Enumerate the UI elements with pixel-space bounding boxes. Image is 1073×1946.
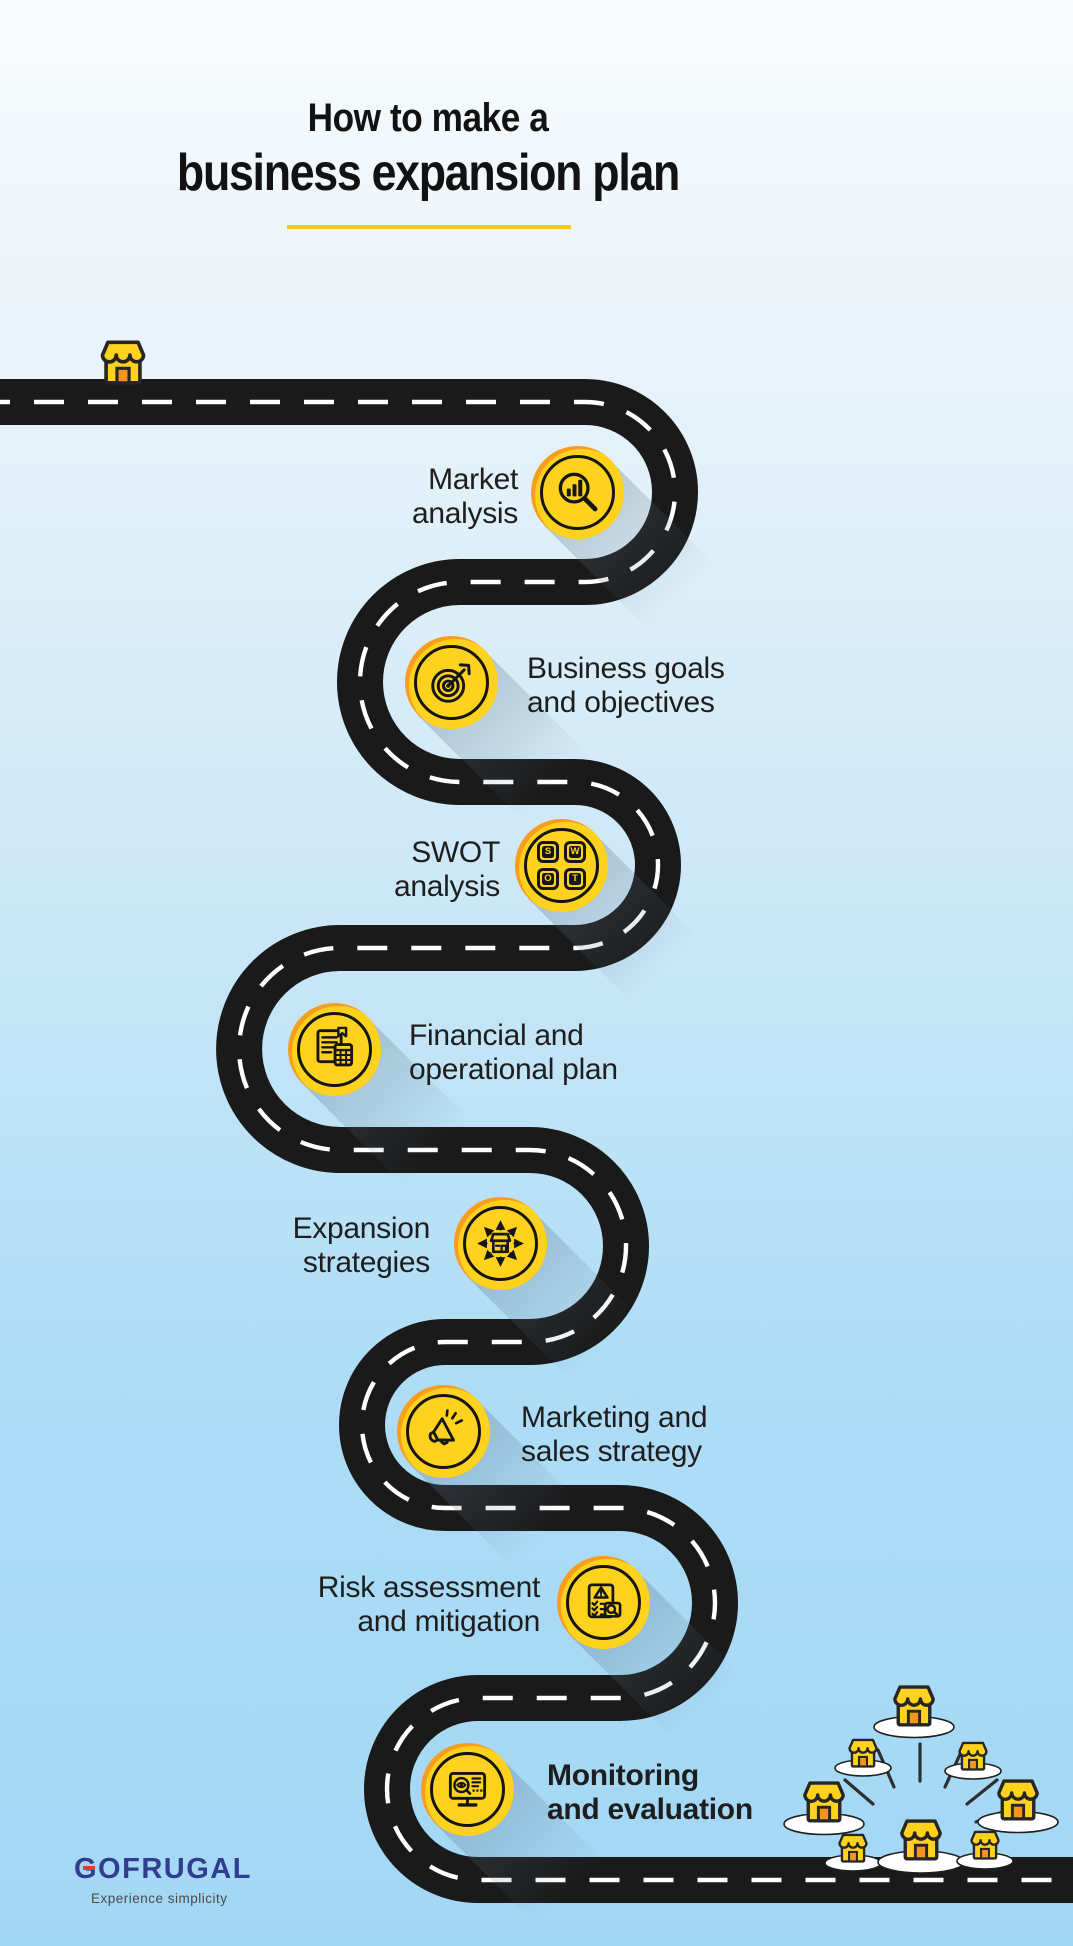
road-path — [0, 379, 1073, 1903]
megaphone-icon — [397, 1385, 490, 1478]
swot-cell-t: T — [564, 868, 586, 890]
target-arrow-icon — [405, 636, 498, 729]
magnifier-bar-chart-glyph — [558, 472, 598, 512]
expansion-store-icon — [900, 1819, 942, 1861]
start-store-icon — [100, 340, 146, 385]
road — [0, 379, 1073, 1903]
page-title: How to make a business expansion plan — [136, 96, 720, 203]
milestone-expansion-strategies — [454, 1197, 664, 1408]
target-arrow-glyph — [431, 663, 471, 703]
milestone-market-analysis — [531, 446, 741, 657]
monitor-eye-magnifier-glyph — [448, 1772, 487, 1807]
monitor-eye-magnifier-icon — [421, 1743, 514, 1836]
milestone-swot-analysis: S W O T — [515, 819, 725, 1030]
title-line-2: business expansion plan — [176, 144, 680, 202]
gofrugal-logo: GOFRUGAL Experience simplicity — [74, 1853, 252, 1906]
expansion-store-icon — [958, 1741, 988, 1771]
expansion-store-icon — [838, 1833, 868, 1863]
risk-checklist-magnifier-glyph — [587, 1583, 622, 1619]
milestone-monitoring-evaluation — [421, 1743, 631, 1946]
swot-letter-grid: S W O T — [515, 819, 608, 912]
brand-tagline: Experience simplicity — [91, 1891, 228, 1906]
document-calculator-icon — [288, 1003, 381, 1096]
swot-cell-w: W — [564, 841, 586, 863]
milestone-marketing-sales — [397, 1385, 607, 1596]
store-expansion-arrows-glyph — [477, 1220, 524, 1267]
swot-cell-o: O — [537, 868, 559, 890]
milestone-risk-assessment — [557, 1556, 767, 1767]
title-line-1: How to make a — [307, 96, 549, 140]
swot-cell-s: S — [537, 841, 559, 863]
milestone-business-goals — [405, 636, 615, 847]
expansion-store-icon — [848, 1738, 878, 1768]
swot-grid-icon: S W O T — [515, 819, 608, 912]
brand-name: GOFRUGAL — [74, 1853, 252, 1885]
expansion-store-icon — [893, 1685, 935, 1727]
milestone-financial-plan — [288, 1003, 498, 1214]
market-analysis-icon — [531, 446, 624, 539]
expansion-store-icon — [970, 1830, 1000, 1860]
megaphone-glyph — [428, 1409, 464, 1446]
store-expansion-arrows-icon — [454, 1197, 547, 1290]
logo-g-bar — [83, 1865, 95, 1871]
title-underline — [287, 225, 571, 229]
risk-checklist-magnifier-icon — [557, 1556, 650, 1649]
road-center-dashes — [0, 399, 1073, 1883]
expansion-store-icon — [997, 1779, 1039, 1821]
document-calculator-glyph — [316, 1026, 354, 1067]
store-pedestals — [783, 1715, 1059, 1874]
